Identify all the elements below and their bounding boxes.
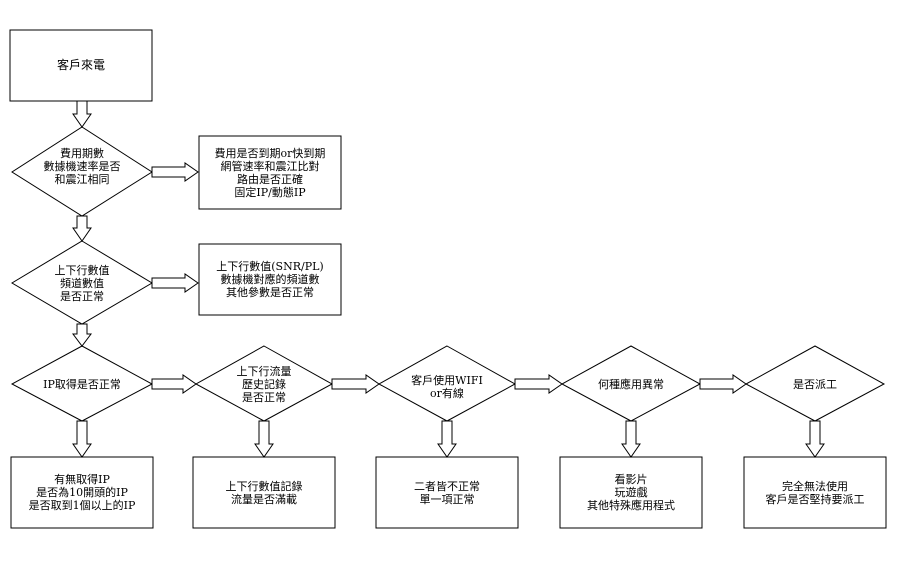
note-traffic xyxy=(192,456,336,529)
note-application xyxy=(559,456,703,529)
arrow-ip-to-traffic xyxy=(151,374,197,394)
arrow-wifi-down xyxy=(437,420,457,458)
decision-billing-label: 費用期數 數據機速率是否 和震江相同 xyxy=(43,146,121,186)
note-dispatch xyxy=(743,456,887,529)
arrow-billing-to-signal xyxy=(72,215,92,242)
decision-signal-label: 上下行數值 頻道數值 是否正常 xyxy=(54,263,110,303)
decision-wifi-label: 客戶使用WIFI or有線 xyxy=(411,374,483,400)
arrow-dispatch-down xyxy=(805,420,825,458)
arrow-application-to-dispatch xyxy=(699,374,747,394)
arrow-wifi-to-application xyxy=(514,374,563,394)
note-ip xyxy=(10,456,154,529)
arrow-ip-down xyxy=(72,420,92,458)
arrow-traffic-to-wifi xyxy=(331,374,380,394)
decision-dispatch-label: 是否派工 xyxy=(793,377,837,391)
note-signal xyxy=(198,243,342,316)
arrow-signal-to-note xyxy=(151,273,199,293)
start-box xyxy=(9,29,153,102)
note-ip-label: 有無取得IP 是否為10開頭的IP 是否取到1個以上的IP xyxy=(28,473,136,512)
decision-ip-label: IP取得是否正常 xyxy=(43,377,121,391)
note-traffic-label: 上下行數值記錄 流量是否滿載 xyxy=(225,479,303,506)
start-label: 客戶來電 xyxy=(56,58,105,72)
arrow-billing-to-note xyxy=(151,162,199,182)
decision-application-label: 何種應用異常 xyxy=(598,377,664,391)
arrow-application-down xyxy=(621,420,641,458)
note-signal-label: 上下行數值(SNR/PL) 數據機對應的頻道數 其他參數是否正常 xyxy=(216,260,324,299)
arrow-traffic-down xyxy=(254,420,274,458)
decision-traffic-label: 上下行流量 歷史記錄 是否正常 xyxy=(236,364,292,404)
note-dispatch-label: 完全無法使用 客戶是否堅持要派工 xyxy=(765,479,865,506)
note-wifi xyxy=(375,456,519,529)
arrow-signal-to-ip xyxy=(72,323,92,347)
note-wifi-label: 二者皆不正常 單一項正常 xyxy=(414,479,480,506)
arrow-start-to-billing xyxy=(72,100,92,128)
note-billing-label: 費用是否到期or快到期 網管速率和震江比對 路由是否正確 固定IP/動態IP xyxy=(214,146,326,199)
note-application-label: 看影片 玩遊戲 其他特殊應用程式 xyxy=(587,473,675,512)
note-billing xyxy=(198,135,342,210)
